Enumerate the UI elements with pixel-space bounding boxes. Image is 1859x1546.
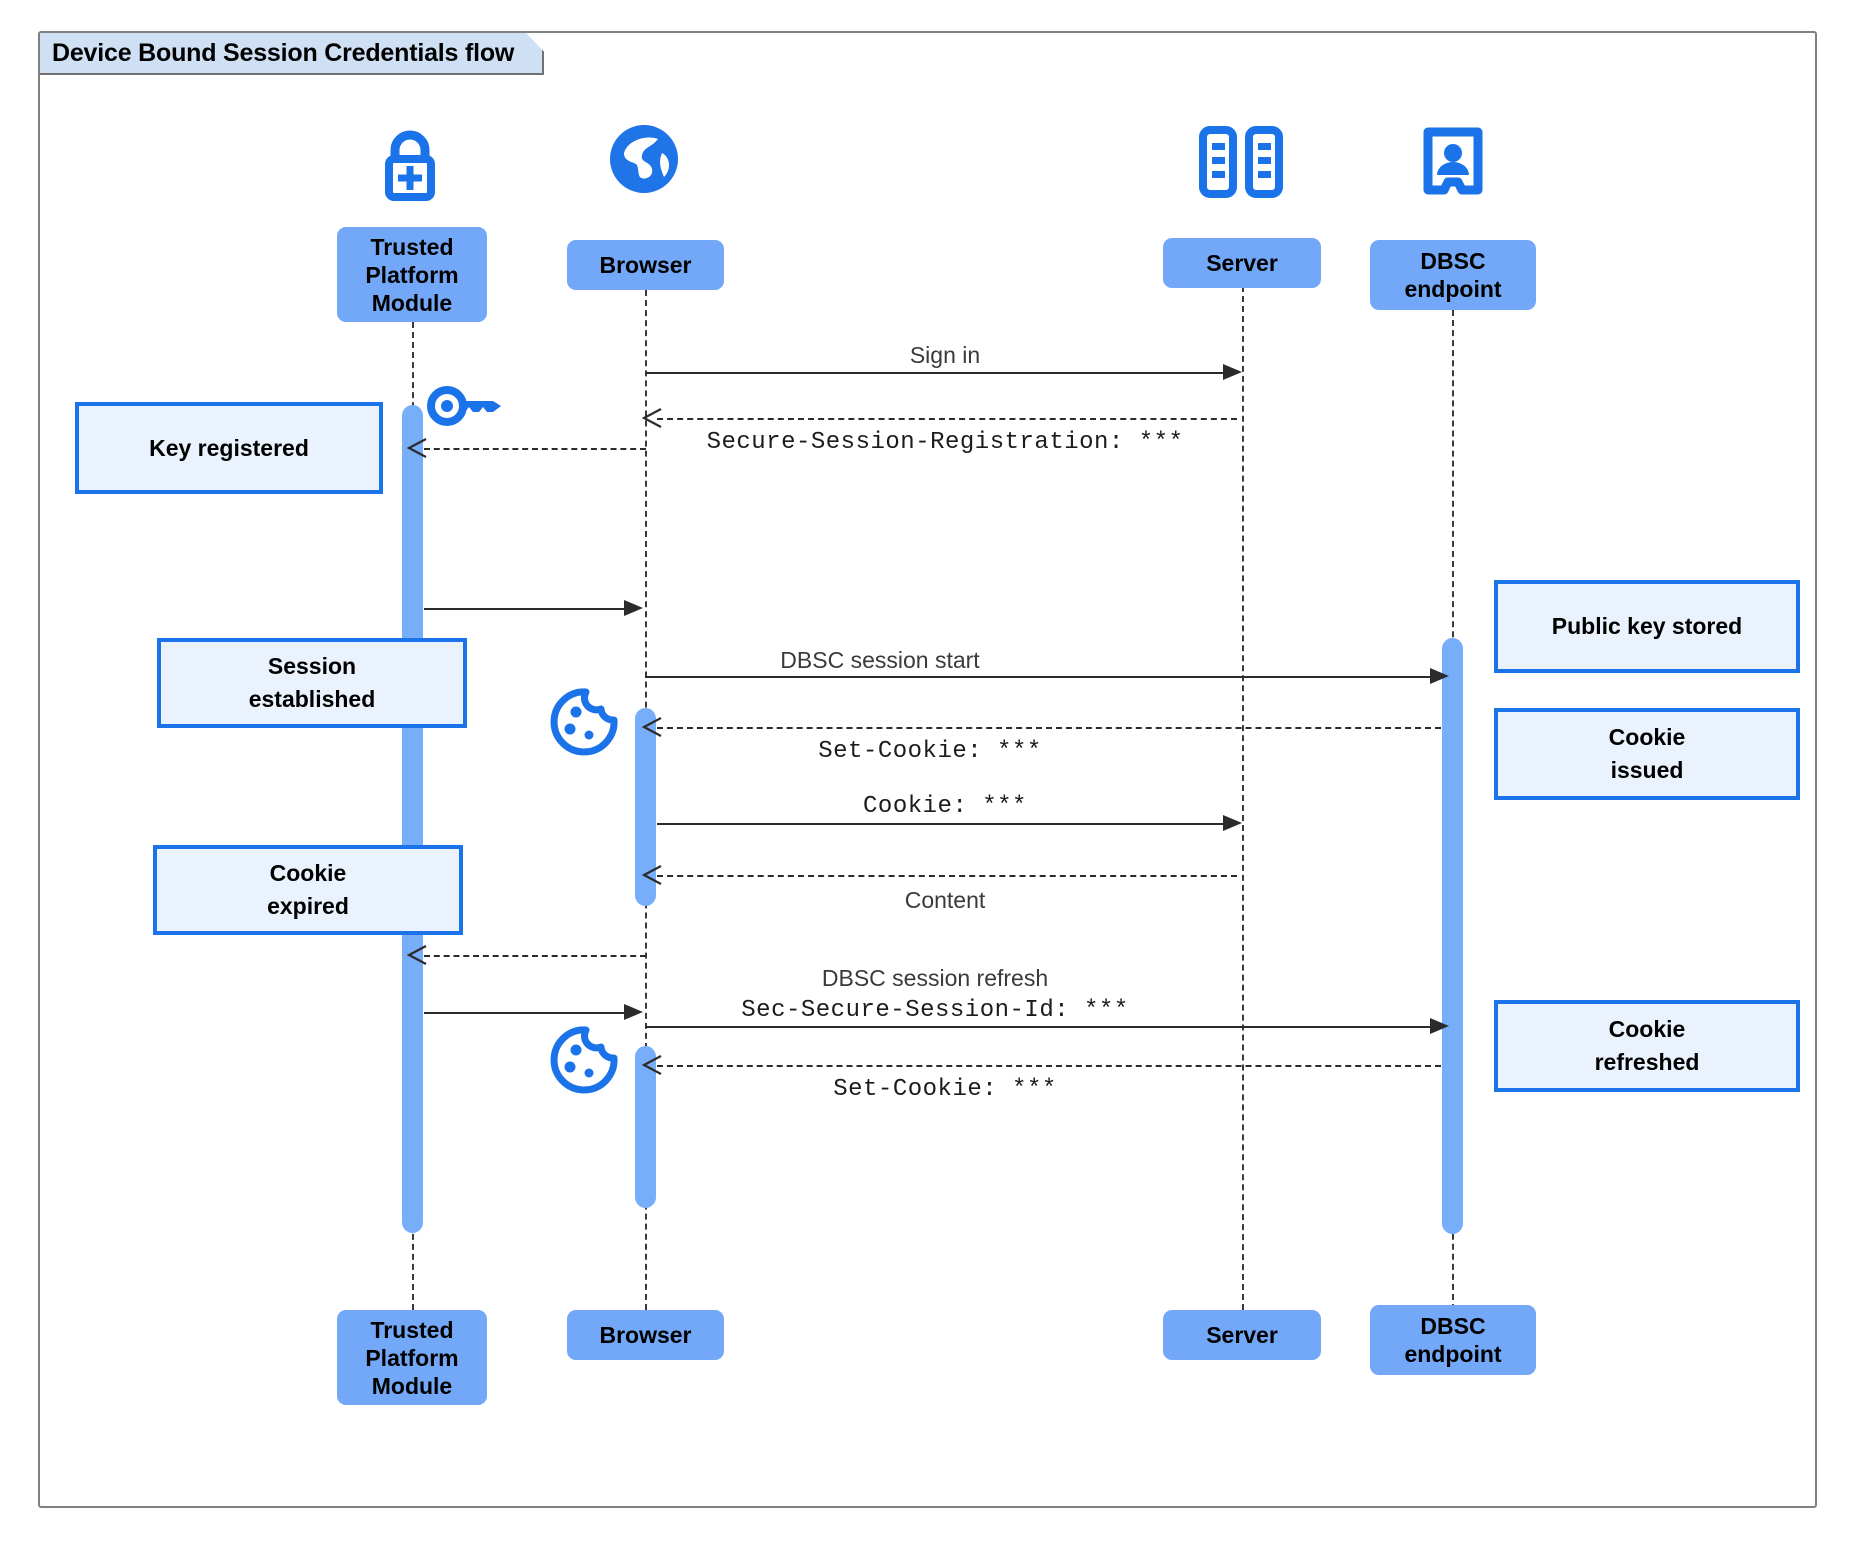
participant-label: DBSC endpoint — [1404, 248, 1502, 302]
participant-label: Trusted Platform Module — [365, 233, 459, 316]
participant-footer-tpm[interactable]: Trusted Platform Module — [337, 1310, 487, 1405]
note-label: Cookie issued — [1608, 724, 1686, 783]
arrowhead-filled-right — [1221, 361, 1243, 383]
arrowhead-open-left — [406, 437, 428, 459]
server-rack-icon — [1196, 126, 1286, 198]
lock-plus-icon — [373, 125, 447, 203]
participant-label: Server — [1206, 250, 1278, 276]
id-badge-icon — [1422, 126, 1484, 200]
note-session-established: Session established — [157, 638, 467, 728]
message-line-tpm-register — [424, 448, 646, 450]
participant-label: Trusted Platform Module — [365, 1316, 459, 1399]
arrowhead-filled-right — [1428, 665, 1450, 687]
cookie-icon — [548, 1024, 620, 1096]
cookie-icon — [548, 686, 620, 758]
diagram-title: Device Bound Session Credentials flow — [40, 33, 544, 75]
arrowhead-filled-right — [622, 1001, 644, 1023]
globe-icon — [604, 119, 684, 199]
arrowhead-open-left — [641, 864, 663, 886]
activation-bar-browser-2 — [635, 1046, 656, 1208]
message-line-sign-in — [645, 372, 1237, 374]
participant-label: Server — [1206, 1322, 1278, 1348]
participant-header-server[interactable]: Server — [1163, 238, 1321, 288]
note-label: Key registered — [149, 434, 309, 461]
note-cookie-expired: Cookie expired — [153, 845, 463, 935]
participant-header-tpm[interactable]: Trusted Platform Module — [337, 227, 487, 322]
activation-bar-dbsc — [1442, 638, 1463, 1234]
note-label: Public key stored — [1551, 613, 1743, 639]
message-label-set-cookie-2: Set-Cookie: *** — [833, 1076, 1057, 1103]
message-line-dbsc-session-refresh — [645, 1026, 1439, 1028]
message-label-cookie: Cookie: *** — [863, 793, 1027, 820]
message-label-secure-session-registration: Secure-Session-Registration: *** — [706, 429, 1184, 456]
arrowhead-open-left — [641, 1054, 663, 1076]
arrowhead-filled-right — [622, 597, 644, 619]
message-line-secure-session-registration — [657, 418, 1237, 420]
message-label-sec-secure-session-id: Sec-Secure-Session-Id: *** — [741, 997, 1129, 1024]
message-line-tpm-to-browser-2 — [424, 1012, 624, 1014]
arrowhead-open-left — [406, 944, 428, 966]
message-label-sign-in: Sign in — [909, 342, 981, 368]
note-key-registered: Key registered — [75, 402, 383, 494]
message-line-dbsc-session-start — [645, 676, 1439, 678]
message-label-content: Content — [904, 887, 986, 913]
participant-header-dbsc[interactable]: DBSC endpoint — [1370, 240, 1536, 310]
participant-label: DBSC endpoint — [1404, 1313, 1502, 1367]
message-line-browser-to-tpm — [424, 955, 646, 957]
diagram-frame — [38, 31, 1817, 1508]
note-cookie-refreshed: Cookie refreshed — [1494, 1000, 1800, 1092]
arrowhead-open-left — [641, 407, 663, 429]
message-label-set-cookie-1: Set-Cookie: *** — [818, 738, 1042, 765]
participant-label: Browser — [599, 252, 692, 278]
note-label: Cookie refreshed — [1594, 1016, 1700, 1075]
activation-bar-browser-1 — [635, 708, 656, 906]
message-label-dbsc-session-refresh: DBSC session refresh — [821, 965, 1049, 991]
participant-footer-browser[interactable]: Browser — [567, 1310, 724, 1360]
participant-footer-server[interactable]: Server — [1163, 1310, 1321, 1360]
message-line-content — [657, 875, 1237, 877]
note-cookie-issued: Cookie issued — [1494, 708, 1800, 800]
arrowhead-filled-right — [1428, 1015, 1450, 1037]
key-icon — [425, 382, 511, 430]
arrowhead-open-left — [641, 716, 663, 738]
note-label: Cookie expired — [267, 860, 349, 919]
arrowhead-filled-right — [1221, 812, 1243, 834]
participant-label: Browser — [599, 1322, 692, 1348]
participant-footer-dbsc[interactable]: DBSC endpoint — [1370, 1305, 1536, 1375]
message-line-tpm-to-browser-1 — [424, 608, 624, 610]
lifeline-server — [1242, 286, 1244, 1310]
activation-bar-tpm — [402, 405, 423, 1233]
message-line-set-cookie-1 — [657, 727, 1441, 729]
participant-header-browser[interactable]: Browser — [567, 240, 724, 290]
message-line-cookie — [657, 823, 1237, 825]
message-label-dbsc-session-start: DBSC session start — [780, 647, 980, 673]
note-public-key-stored: Public key stored — [1494, 580, 1800, 673]
message-line-set-cookie-2 — [657, 1065, 1441, 1067]
note-label: Session established — [248, 653, 376, 712]
